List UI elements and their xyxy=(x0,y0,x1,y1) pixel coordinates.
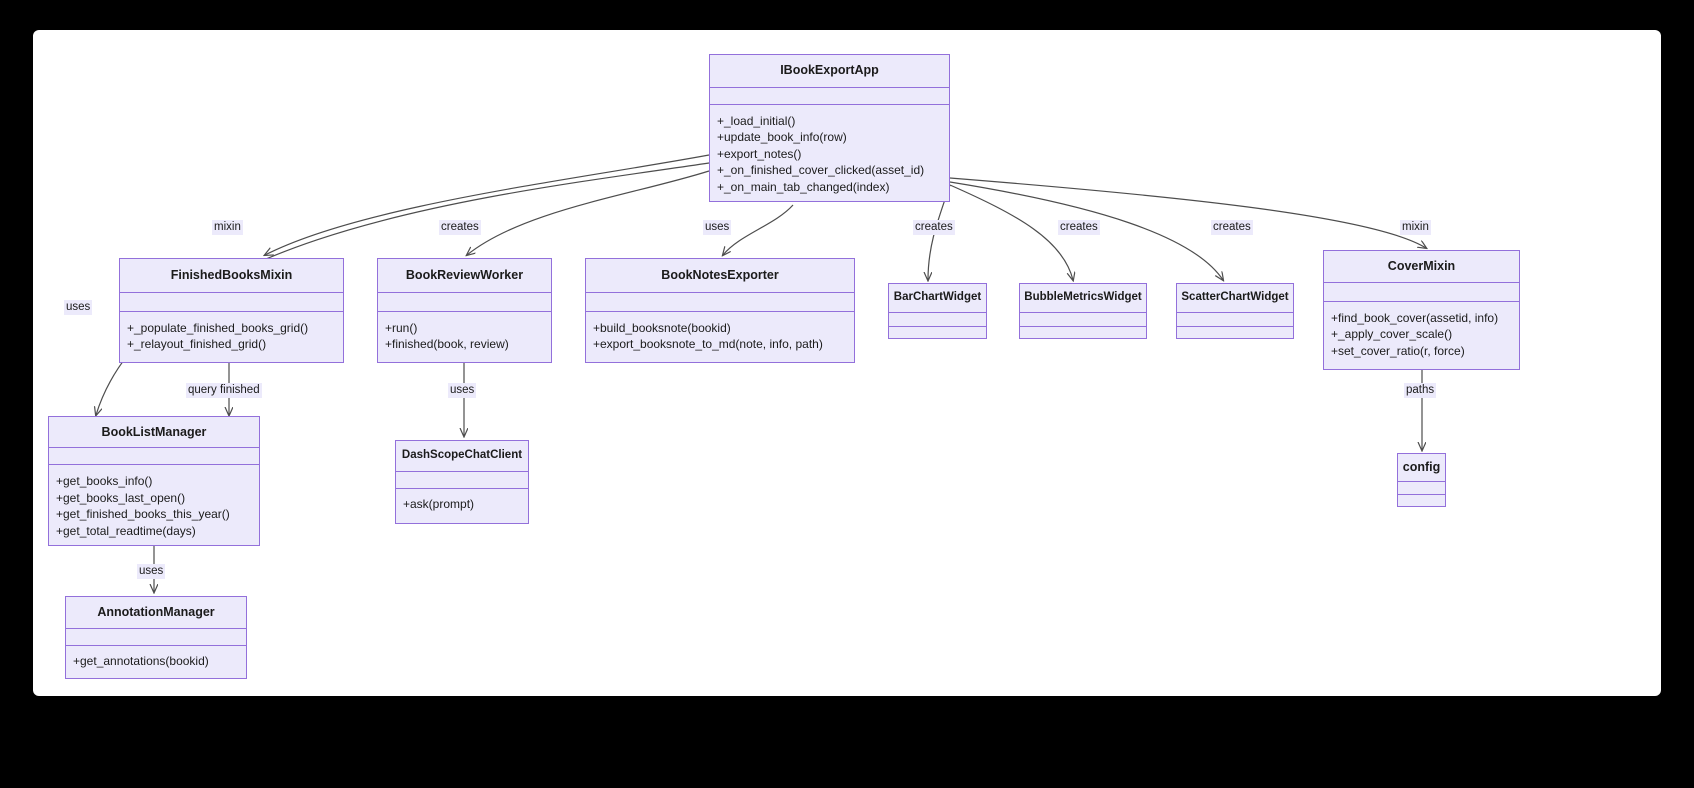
method-item: +get_finished_books_this_year() xyxy=(56,507,230,522)
edge-ibookexportapp-finishedbooksmixin xyxy=(265,154,710,255)
class-attributes xyxy=(586,292,854,311)
method-item: +get_annotations(bookid) xyxy=(73,654,209,668)
method-item: +_relayout_finished_grid() xyxy=(127,337,267,352)
method-item: +_on_main_tab_changed(index) xyxy=(717,179,890,194)
class-attributes xyxy=(889,312,986,326)
edge-label-creates-bubblemetricswidget: creates xyxy=(1058,220,1100,235)
method-item: +set_cover_ratio(r, force) xyxy=(1331,343,1465,358)
class-attributes xyxy=(1020,312,1146,326)
edge-label-creates-scatterchartwidget: creates xyxy=(1211,220,1253,235)
class-node-bookreviewworker[interactable]: BookReviewWorker +run() +finished(book, … xyxy=(377,258,552,363)
class-methods: +ask(prompt) xyxy=(396,488,528,523)
class-node-ibookexportapp[interactable]: IBookExportApp +_load_initial() +update_… xyxy=(709,54,950,202)
method-item: +export_notes() xyxy=(717,146,802,161)
class-methods xyxy=(1398,494,1445,506)
class-title: BookNotesExporter xyxy=(661,268,779,282)
class-title: BubbleMetricsWidget xyxy=(1024,291,1142,304)
method-item: +_apply_cover_scale() xyxy=(1331,327,1453,342)
method-item: +find_book_cover(assetid, info) xyxy=(1331,311,1499,325)
edge-label-uses-dashscope: uses xyxy=(448,383,477,398)
class-node-annotationmanager[interactable]: AnnotationManager +get_annotations(booki… xyxy=(65,596,247,679)
edge-label-query-finished: query finished xyxy=(186,383,262,398)
class-title: BarChartWidget xyxy=(893,291,982,304)
class-methods: +run() +finished(book, review) xyxy=(378,311,551,362)
edge-label-mixin-finishedbooks: mixin xyxy=(212,220,243,235)
edge-label-mixin-covermixin: mixin xyxy=(1400,220,1431,235)
class-title: BookListManager xyxy=(101,424,207,439)
method-item: +ask(prompt) xyxy=(403,497,475,511)
class-attributes xyxy=(396,471,528,488)
method-item: +build_booksnote(bookid) xyxy=(593,321,731,335)
class-title: ScatterChartWidget xyxy=(1181,291,1289,304)
class-title: FinishedBooksMixin xyxy=(170,268,293,282)
class-attributes xyxy=(49,447,259,464)
class-attributes xyxy=(1324,282,1519,301)
class-attributes xyxy=(1177,312,1293,326)
method-item: +get_books_info() xyxy=(56,474,153,489)
class-title: CoverMixin xyxy=(1387,259,1456,273)
class-node-dashscopechatclient[interactable]: DashScopeChatClient +ask(prompt) xyxy=(395,440,529,524)
class-methods: +_populate_finished_books_grid() +_relay… xyxy=(120,311,343,362)
class-node-booknotesexporter[interactable]: BookNotesExporter +build_booksnote(booki… xyxy=(585,258,855,363)
class-node-covermixin[interactable]: CoverMixin +find_book_cover(assetid, inf… xyxy=(1323,250,1520,370)
edge-label-creates-barchartwidget: creates xyxy=(913,220,955,235)
class-methods: +get_books_info() +get_books_last_open()… xyxy=(49,464,259,545)
edge-ibookexportapp-booknotesexporter xyxy=(723,204,794,255)
class-methods: +_load_initial() +update_book_info(row) … xyxy=(710,103,949,201)
class-node-booklistmanager[interactable]: BookListManager +get_books_info() +get_b… xyxy=(48,416,260,546)
method-item: +_on_finished_cover_clicked(asset_id) xyxy=(717,163,925,178)
edge-label-uses-annotationmanager: uses xyxy=(137,564,166,579)
edge-ibookexportapp-covermixin xyxy=(949,177,1426,248)
class-node-config[interactable]: config xyxy=(1397,453,1446,507)
class-attributes xyxy=(1398,481,1445,494)
class-methods xyxy=(1177,326,1293,338)
class-attributes xyxy=(710,86,949,104)
edge-label-uses-booknotesexporter: uses xyxy=(703,220,732,235)
class-methods: +get_annotations(bookid) xyxy=(66,645,246,678)
diagram-paper: IBookExportApp +_load_initial() +update_… xyxy=(33,30,1661,696)
class-title: AnnotationManager xyxy=(97,605,215,619)
method-item: +run() xyxy=(385,321,418,335)
class-methods: +find_book_cover(assetid, info) +_apply_… xyxy=(1324,301,1519,369)
method-item: +finished(book, review) xyxy=(385,337,509,352)
class-node-finishedbooksmixin[interactable]: FinishedBooksMixin +_populate_finished_b… xyxy=(119,258,344,363)
edge-ibookexportapp-bubblemetricswidget xyxy=(949,184,1073,280)
class-methods: +build_booksnote(bookid) +export_booksno… xyxy=(586,311,854,362)
edge-label-paths-config: paths xyxy=(1404,383,1437,398)
method-item: +_load_initial() xyxy=(717,113,796,128)
class-methods xyxy=(1020,326,1146,338)
method-item: +export_booksnote_to_md(note, info, path… xyxy=(593,337,823,352)
class-attributes xyxy=(378,292,551,311)
class-attributes xyxy=(66,628,246,645)
class-title: BookReviewWorker xyxy=(405,268,524,282)
class-methods xyxy=(889,326,986,338)
edge-label-uses-booklistmanager: uses xyxy=(64,300,93,315)
class-title: IBookExportApp xyxy=(780,63,879,78)
edge-label-creates-bookreviewworker: creates xyxy=(439,220,481,235)
edge-ibookexportapp-bookreviewworker xyxy=(467,170,710,255)
method-item: +update_book_info(row) xyxy=(717,130,847,145)
class-attributes xyxy=(120,292,343,311)
method-item: +get_total_readtime(days) xyxy=(56,523,196,538)
class-node-bubblemetricswidget[interactable]: BubbleMetricsWidget xyxy=(1019,283,1147,339)
method-item: +_populate_finished_books_grid() xyxy=(127,321,309,335)
class-title: config xyxy=(1402,460,1441,474)
class-node-scatterchartwidget[interactable]: ScatterChartWidget xyxy=(1176,283,1294,339)
class-node-barchartwidget[interactable]: BarChartWidget xyxy=(888,283,987,339)
class-title: DashScopeChatClient xyxy=(401,449,523,462)
method-item: +get_books_last_open() xyxy=(56,490,186,505)
